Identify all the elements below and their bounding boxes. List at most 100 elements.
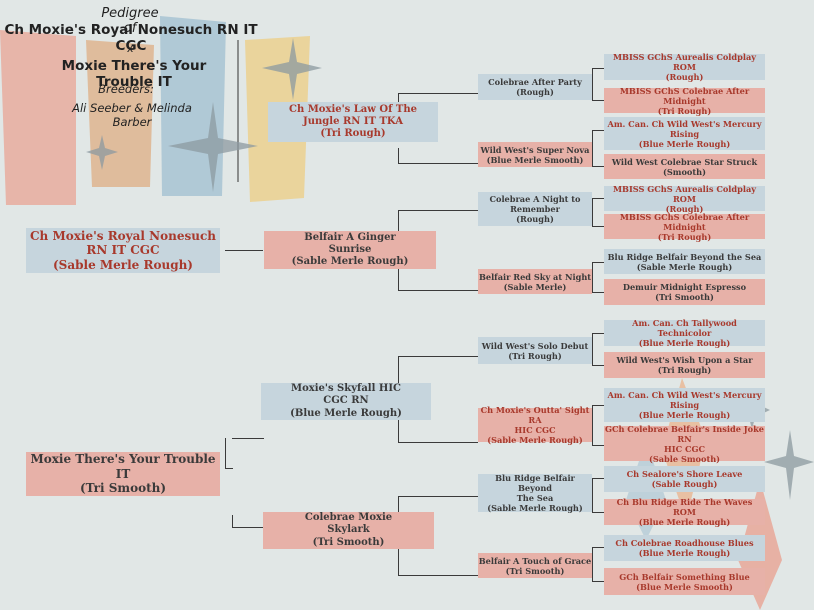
gen4-name-line1: MBISS GChS Colebrae After Midnight <box>619 211 750 232</box>
sire-name-line2: RN IT CGC <box>86 243 160 258</box>
gen4-name-line1: Am. Can. Ch Tallywood Technicolor <box>632 318 737 338</box>
gen4-box: GCh Colebrae Belfair's Inside Joke RN HI… <box>604 423 765 464</box>
header-x-label: x <box>126 42 134 55</box>
gen4-name-line1: Wild West's Wish Upon a Star <box>616 355 753 365</box>
gen2-name-line1: Belfair A Ginger <box>304 231 396 243</box>
gen4-description: (Blue Merle Rough) <box>638 138 731 149</box>
gen3-box: Belfair Red Sky at Night (Sable Merle) <box>478 269 592 294</box>
gen4-box: Am. Can. Ch Wild West's Mercury Rising (… <box>604 388 765 422</box>
gen4-name-line1: Ch Colebrae Roadhouse Blues <box>615 538 754 548</box>
gen3-box: Wild West's Super Nova (Blue Merle Smoot… <box>478 142 592 167</box>
gen3-name-line2: Remember <box>510 204 560 214</box>
gen4-box: Am. Can. Ch Wild West's Mercury Rising (… <box>604 117 765 150</box>
breeders-names: Ali Seeber & Melinda Barber <box>72 101 192 129</box>
gen4-box: Ch Blu Ridge Ride The Waves ROM (Blue Me… <box>604 497 765 527</box>
gen2-name-line1: Ch Moxie's Law Of The <box>289 103 417 115</box>
gen3-description: (Tri Rough) <box>508 350 562 361</box>
gen4-description: (Rough) <box>665 72 704 82</box>
gen3-box: Wild West's Solo Debut (Tri Rough) <box>478 337 592 364</box>
gen2-name-line2: CGC RN <box>323 395 369 407</box>
gen4-description: (Rough) <box>665 203 704 214</box>
gen2-name-line1: Moxie's Skyfall HIC <box>291 383 401 395</box>
gen3-name-line1: Wild West's Solo Debut <box>481 340 589 351</box>
gen4-name-line1: Demuir Midnight Espresso <box>622 282 747 292</box>
gen4-name-line1: Wild West Colebrae Star Struck <box>611 156 758 167</box>
gen3-box: Belfair A Touch of Grace (Tri Smooth) <box>478 553 592 578</box>
gen4-name-line1: GCh Belfair Something Blue <box>619 571 750 582</box>
gen3-description: (Blue Merle Smooth) <box>486 154 584 165</box>
gen4-description: (Sable Merle Rough) <box>636 261 733 272</box>
gen4-description: (Blue Merle Rough) <box>638 410 731 420</box>
gen4-description: (Blue Merle Smooth) <box>636 581 733 592</box>
gen4-name-line1: Am. Can. Ch Wild West's Mercury <box>607 118 762 129</box>
gen4-box: Ch Sealore's Shore Leave (Sable Rough) <box>604 466 765 492</box>
gen4-box: Am. Can. Ch Tallywood Technicolor (Blue … <box>604 318 765 348</box>
gen4-description: (Tri Smooth) <box>655 292 714 302</box>
dam-description: (Tri Smooth) <box>79 481 167 496</box>
gen4-description: (Smooth) <box>663 166 706 177</box>
gen3-description: (Sable Merle Rough) <box>487 435 583 445</box>
gen4-description: (Sable Rough) <box>651 479 718 489</box>
dam-name-line2: IT <box>115 466 131 481</box>
gen3-name-line2: HIC CGC <box>514 425 556 435</box>
gen4-description: (Blue Merle Rough) <box>638 338 731 348</box>
gen3-name-line1: Wild West's Super Nova <box>480 144 590 155</box>
gen4-box: Wild West's Wish Upon a Star (Tri Rough) <box>604 352 765 378</box>
gen2-description: (Blue Merle Rough) <box>290 407 402 419</box>
gen4-name-line1: MBISS GChS Colebrae After Midnight <box>619 85 750 106</box>
gen4-box: MBISS GChS Aurealis Coldplay ROM (Rough) <box>604 183 765 214</box>
gen3-name-line1: Blu Ridge Belfair Beyond <box>495 473 575 493</box>
gen4-name-line1: MBISS GChS Aurealis Coldplay ROM <box>612 52 757 72</box>
gen3-box: Colebrae A Night to Remember (Rough) <box>478 192 592 226</box>
header-dam-name: Moxie There's Your Trouble IT <box>61 58 207 90</box>
gen3-name-line1: Belfair A Touch of Grace <box>478 555 592 566</box>
dam-name-line1: Moxie There's Your Trouble <box>30 452 216 467</box>
gen3-description: (Sable Merle Rough) <box>487 503 583 513</box>
gen3-box: Colebrae After Party (Rough) <box>478 74 592 100</box>
gen4-name-line1: GCh Colebrae Belfair's Inside Joke RN <box>605 423 764 444</box>
gen4-name-line2: Rising <box>669 400 700 410</box>
gen3-description: (Rough) <box>516 214 554 224</box>
gen4-description: (Blue Merle Rough) <box>638 548 731 558</box>
dam-box: Moxie There's Your Trouble IT (Tri Smoot… <box>26 452 220 496</box>
gen3-description: (Tri Smooth) <box>505 565 565 576</box>
gen4-box: MBISS GChS Aurealis Coldplay ROM (Rough) <box>604 52 765 82</box>
sire-description: (Sable Merle Rough) <box>53 257 193 272</box>
gen2-box: Belfair A Ginger Sunrise (Sable Merle Ro… <box>264 231 436 269</box>
gen2-name-line2: Sunrise <box>328 243 372 255</box>
gen2-name-line2: Jungle RN IT TKA <box>303 115 403 127</box>
sire-name-line1: Ch Moxie's Royal Nonesuch <box>30 228 216 243</box>
gen3-name-line2: The Sea <box>516 493 554 503</box>
gen4-name-line1: MBISS GChS Aurealis Coldplay ROM <box>612 183 757 204</box>
gen4-box: Blu Ridge Belfair Beyond the Sea (Sable … <box>604 249 765 274</box>
gen3-description: (Rough) <box>516 87 554 97</box>
gen4-box: Wild West Colebrae Star Struck (Smooth) <box>604 154 765 179</box>
gen3-box: Blu Ridge Belfair Beyond The Sea (Sable … <box>478 473 592 513</box>
gen2-description: (Tri Rough) <box>320 128 386 140</box>
gen3-name-line1: Belfair Red Sky at Night <box>478 271 592 282</box>
gen4-name-line1: Ch Sealore's Shore Leave <box>626 469 743 479</box>
gen2-box: Colebrae Moxie Skylark (Tri Smooth) <box>263 512 434 549</box>
gen2-box: Ch Moxie's Law Of The Jungle RN IT TKA (… <box>268 102 438 142</box>
gen4-description: (Tri Rough) <box>657 105 712 116</box>
gen4-box: MBISS GChS Colebrae After Midnight (Tri … <box>604 85 765 116</box>
gen4-description: (Sable Smooth) <box>648 453 721 464</box>
gen3-name-line1: Colebrae A Night to <box>489 194 581 204</box>
sire-box: Ch Moxie's Royal Nonesuch RN IT CGC (Sab… <box>26 228 220 273</box>
gen4-box: MBISS GChS Colebrae After Midnight (Tri … <box>604 211 765 242</box>
gen3-box: Ch Moxie's Outta' Sight RA HIC CGC (Sabl… <box>478 405 592 445</box>
header-sire-name: Ch Moxie's Royal Nonesuch RN IT CGC <box>4 22 258 54</box>
gen3-description: (Sable Merle) <box>503 281 567 292</box>
gen2-name-line2: Skylark <box>327 524 370 536</box>
gen3-name-line1: Colebrae After Party <box>488 77 582 87</box>
gen4-description: (Tri Rough) <box>657 231 712 242</box>
gen2-description: (Tri Smooth) <box>312 536 385 548</box>
gen4-name-line2: HIC CGC <box>664 443 705 454</box>
breeders-label: Breeders: <box>98 82 154 96</box>
gen4-name-line1: Ch Blu Ridge Ride The Waves ROM <box>616 497 753 517</box>
pedigree-of-label: Pedigree of <box>101 6 159 36</box>
gen4-name-line2: Rising <box>669 128 700 139</box>
gen2-box: Moxie's Skyfall HIC CGC RN (Blue Merle R… <box>261 383 431 420</box>
pink-panel-shape <box>0 30 76 205</box>
gen2-name-line1: Colebrae Moxie <box>304 512 393 524</box>
